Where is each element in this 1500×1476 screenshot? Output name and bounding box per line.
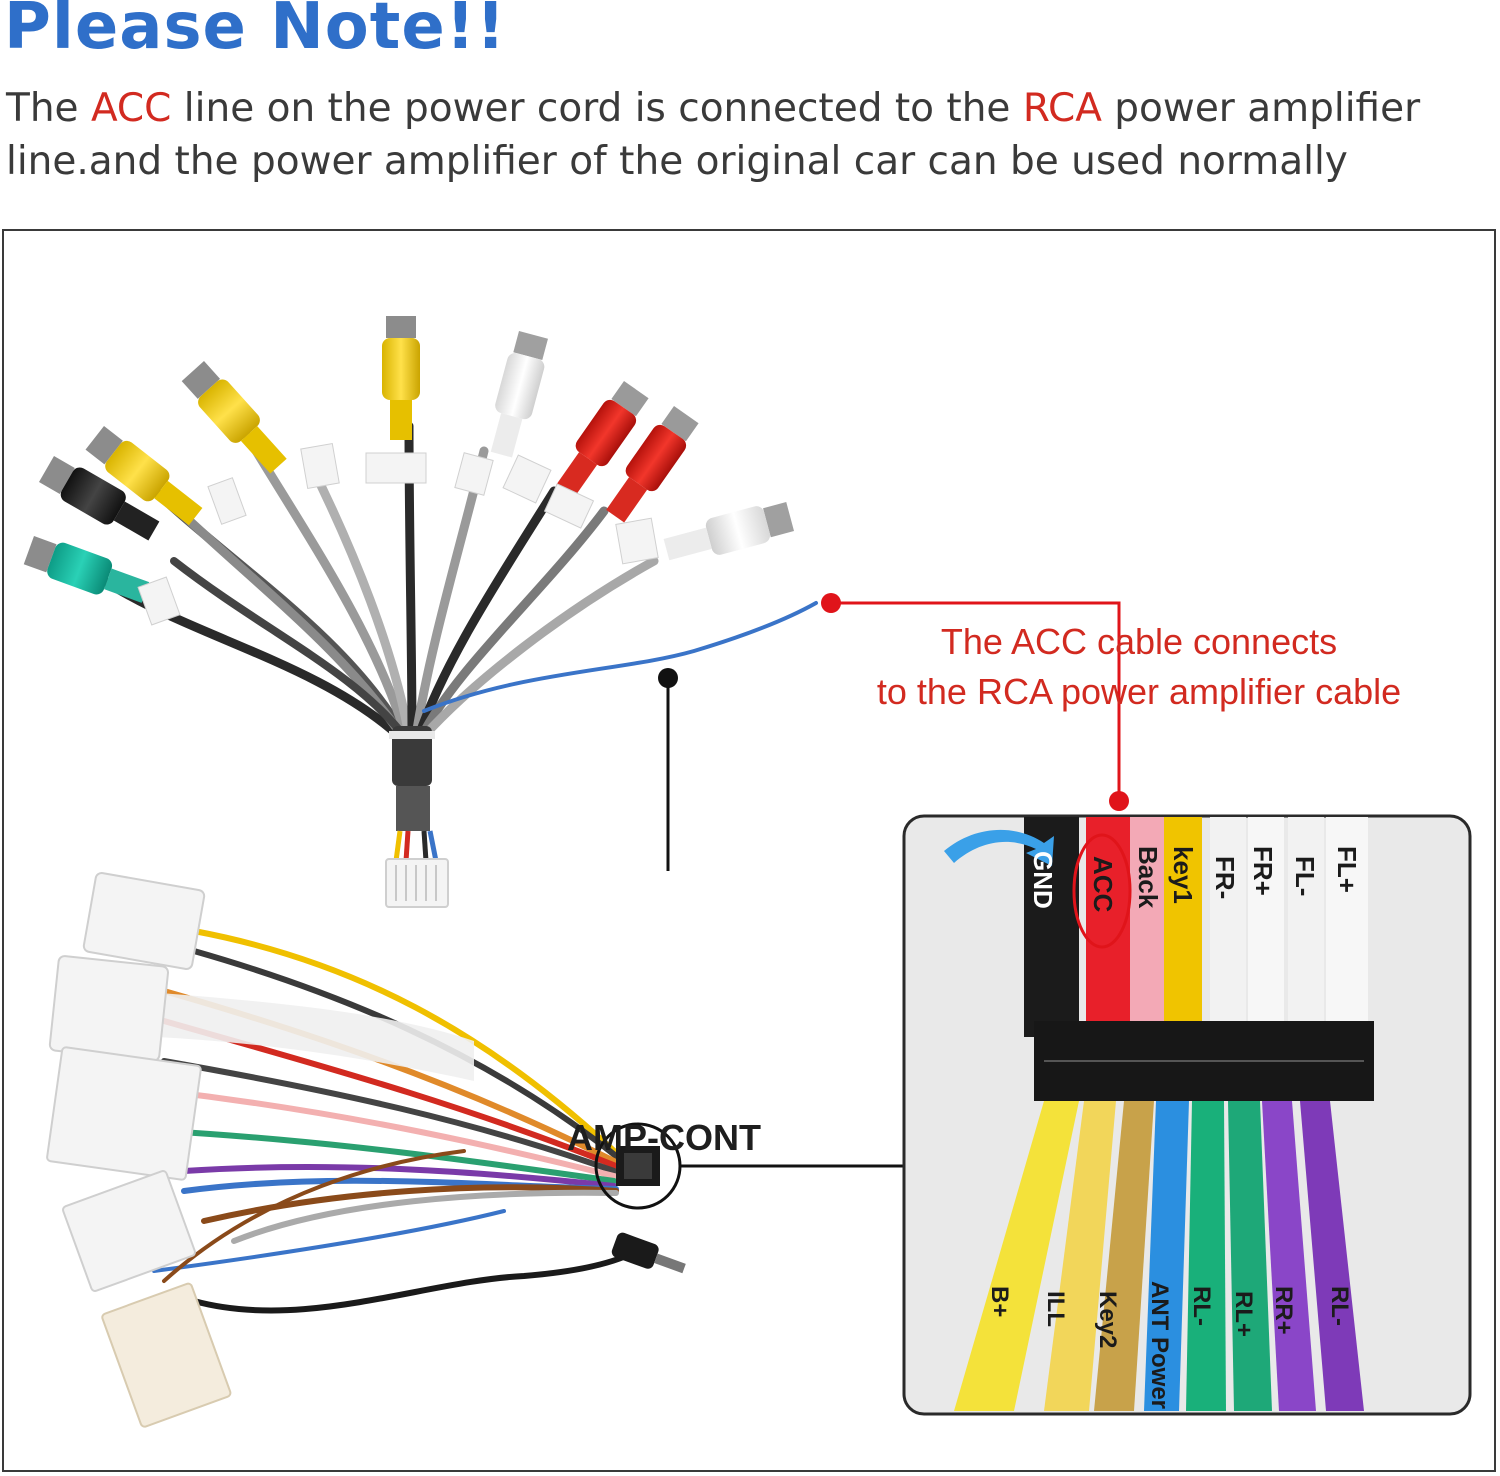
amp-cont-label: AMP-CONT [567, 1117, 761, 1158]
wire-label-key2: Key2 [1094, 1291, 1121, 1348]
rca-plug-red-2 [606, 406, 699, 523]
page-title: Please Note!! [4, 0, 507, 64]
wire-label-fr-minus: FR- [1210, 856, 1240, 899]
rca-plug-yellow-3 [382, 316, 420, 440]
rca-harness [23, 316, 818, 908]
wire-label-rl-plus: RL+ [1230, 1291, 1257, 1337]
acc-callout: The ACC cable connects to the RCA power … [844, 617, 1434, 717]
description-text: The ACC line on the power cord is connec… [6, 82, 1496, 188]
rca-plug-yellow-1 [85, 426, 203, 526]
bottom-wire-labels: B+ ILL Key2 ANT Power RL- RL+ RR+ RL- [986, 1281, 1353, 1409]
wire-label-fl-plus: FL+ [1332, 846, 1362, 893]
wire-label-b-plus: B+ [986, 1286, 1013, 1317]
rca-plug-white-1 [490, 331, 548, 458]
wire-label-fr-plus: FR+ [1248, 846, 1278, 896]
wire-label-ant-power: ANT Power [1146, 1281, 1173, 1409]
wire-label-back: Back [1133, 846, 1163, 909]
rca-plug-teal [23, 536, 150, 603]
wire-label-rl-minus-2: RL- [1326, 1286, 1353, 1326]
wire-label-ill: ILL [1042, 1291, 1069, 1327]
rca-plug-white-2 [663, 502, 794, 561]
rca-plug-red-1 [556, 381, 649, 498]
vehicle-harness [46, 872, 904, 1428]
rca-plug-yellow-2 [181, 361, 287, 474]
rca-plug-black [39, 456, 160, 541]
connector-closeup: GND ACC Back key1 FR- FR+ FL- FL+ B+ ILL… [902, 814, 1472, 1416]
wire-label-gnd: GND [1028, 851, 1058, 909]
acc-highlight: ACC [90, 86, 172, 131]
description-part-3: power amplifier line.and the power ampli… [6, 86, 1421, 184]
wire-label-key1: key1 [1168, 846, 1198, 904]
wire-label-rr-plus: RR+ [1270, 1286, 1297, 1335]
description-part-2: line on the power cord is connected to t… [171, 86, 1023, 131]
description-part-1: The [6, 86, 91, 131]
rca-highlight: RCA [1022, 86, 1102, 131]
wire-label-acc: ACC [1088, 856, 1118, 913]
wire-label-fl-minus: FL- [1290, 856, 1320, 896]
callout-line-2: to the RCA power amplifier cable [876, 671, 1402, 712]
top-wire-labels: GND ACC Back key1 FR- FR+ FL- FL+ [1028, 846, 1362, 913]
wire-label-rl-minus-1: RL- [1188, 1286, 1215, 1326]
callout-line-1: The ACC cable connects [940, 621, 1338, 662]
wiring-diagram-frame: GND ACC Back key1 FR- FR+ FL- FL+ B+ ILL… [2, 229, 1496, 1472]
wiring-diagram: GND ACC Back key1 FR- FR+ FL- FL+ B+ ILL… [23, 316, 1472, 1428]
